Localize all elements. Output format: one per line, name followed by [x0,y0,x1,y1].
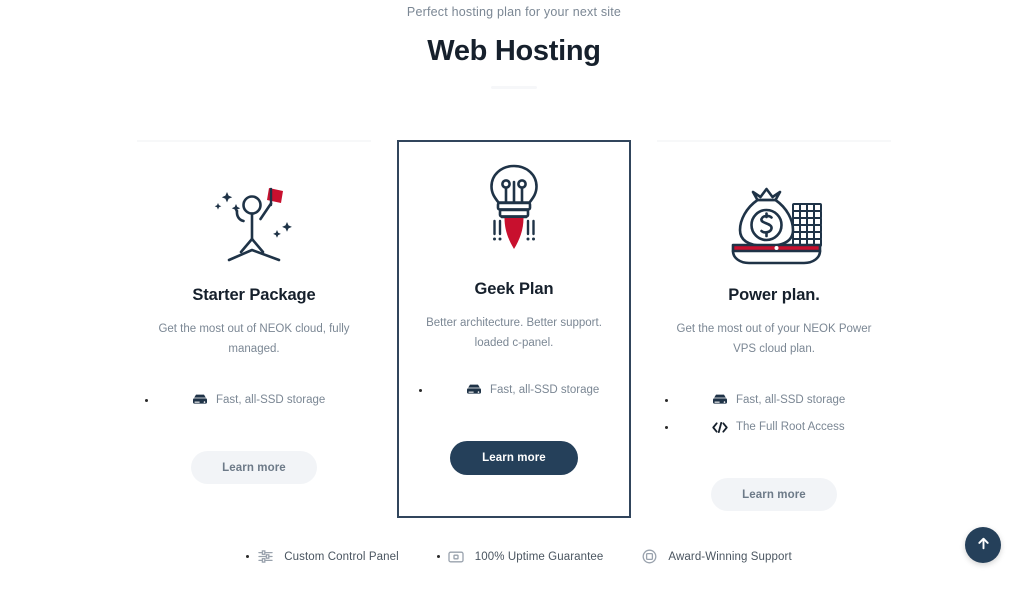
learn-more-button-starter[interactable]: Learn more [191,451,317,484]
plan-title: Power plan. [728,286,820,304]
title-divider [491,86,537,89]
feature-label: Fast, all-SSD storage [216,394,326,406]
strip-item-custom-control-panel[interactable]: Custom Control Panel [246,548,399,565]
learn-more-button-power[interactable]: Learn more [711,478,837,511]
feature-list: Fast, all-SSD storage The Full Root Acce… [657,389,891,438]
lightbulb-rocket-icon [476,158,552,262]
bottom-feature-strip: Custom Control Panel 100% Uptime Guarant… [0,548,1028,565]
flag-climber-icon [205,176,303,272]
code-brackets-icon [712,419,728,435]
strip-item-award-winning-support[interactable]: Award-Winning Support [641,548,792,565]
plan-description: Get the most out of your NEOK Power VPS … [676,323,872,355]
bullet-dot [665,398,668,402]
page-eyebrow: Perfect hosting plan for your next site [406,5,622,19]
strip-item-label: Custom Control Panel [284,550,399,563]
plan-title: Starter Package [192,286,316,304]
list-item: The Full Root Access [657,416,891,438]
learn-more-button-geek[interactable]: Learn more [450,441,578,475]
bullet-dot [145,398,148,402]
pricing-card-power[interactable]: Power plan. Get the most out of your NEO… [657,140,891,511]
list-item: Fast, all-SSD storage [411,379,617,401]
money-bag-coins-icon [724,176,824,272]
arrow-up-icon [976,536,991,554]
bullet-dot [246,555,250,558]
page-header: Perfect hosting plan for your next site … [0,0,1028,89]
page-title: Web Hosting [427,35,601,67]
list-item: Fast, all-SSD storage [657,389,891,411]
strip-item-uptime-guarantee[interactable]: 100% Uptime Guarantee [436,548,604,565]
feature-label: Fast, all-SSD storage [736,394,846,406]
scroll-to-top-button[interactable] [965,527,1001,563]
pricing-card-starter[interactable]: Starter Package Get the most out of NEOK… [137,140,371,484]
feature-list: Fast, all-SSD storage [411,379,617,401]
ssd-storage-icon [192,392,208,408]
bullet-dot [665,425,668,429]
award-badge-icon [641,548,658,565]
plan-title: Geek Plan [474,280,554,298]
ssd-storage-icon [466,382,482,398]
ssd-storage-icon [712,392,728,408]
strip-item-label: 100% Uptime Guarantee [474,550,604,563]
feature-label: Fast, all-SSD storage [490,384,600,396]
monitor-icon [448,548,465,565]
bullet-dot [436,555,440,558]
sliders-icon [257,548,274,565]
bullet-dot [419,388,422,392]
feature-list: Fast, all-SSD storage [137,389,371,411]
list-item: Fast, all-SSD storage [137,389,371,411]
strip-item-label: Award-Winning Support [668,550,792,563]
feature-label: The Full Root Access [736,421,845,433]
plan-description: Better architecture. Better support. loa… [426,317,602,349]
plan-description: Get the most out of NEOK cloud, fully ma… [158,323,350,355]
pricing-card-geek[interactable]: Geek Plan Better architecture. Better su… [397,140,631,518]
pricing-cards-row: Starter Package Get the most out of NEOK… [0,140,1028,518]
